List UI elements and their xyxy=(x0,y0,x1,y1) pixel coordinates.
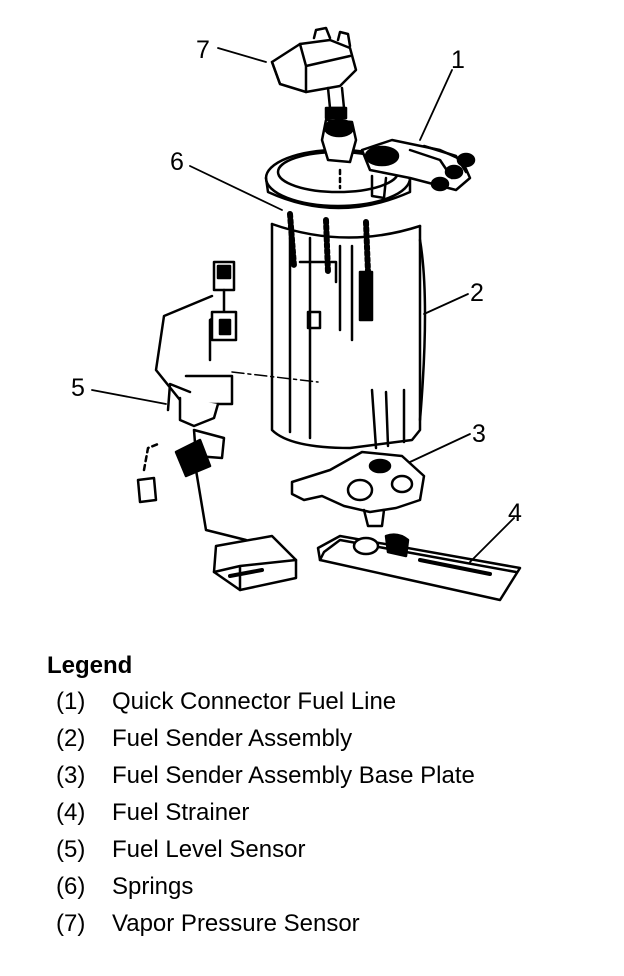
legend-item-number: (7) xyxy=(56,910,86,937)
legend-item-number: (3) xyxy=(56,762,86,789)
legend-item-number: (6) xyxy=(56,873,86,900)
legend-item-label: Springs xyxy=(112,873,194,900)
callout-leaders xyxy=(91,47,515,563)
fuel-level-float xyxy=(194,468,298,592)
fuel-sender-assembly-body xyxy=(270,222,427,450)
fuel-pump-exploded-diagram: 1 2 3 4 5 6 7 xyxy=(71,26,522,602)
legend-item-label: Fuel Strainer xyxy=(112,799,250,826)
legend-item-number: (5) xyxy=(56,836,86,863)
legend-item-label: Fuel Sender Assembly Base Plate xyxy=(112,762,475,789)
legend-title: Legend xyxy=(47,652,133,679)
legend-item-number: (1) xyxy=(56,688,86,715)
legend-item-number: (4) xyxy=(56,799,86,826)
retaining-clip xyxy=(136,442,160,504)
legend: Legend (1) Quick Connector Fuel Line (2)… xyxy=(0,648,624,968)
springs xyxy=(287,211,371,275)
callout-1: 1 xyxy=(451,46,465,74)
legend-item-label: Fuel Sender Assembly xyxy=(112,725,353,752)
legend-item-label: Quick Connector Fuel Line xyxy=(112,688,397,715)
callout-5: 5 xyxy=(71,374,85,402)
callout-7: 7 xyxy=(196,36,210,64)
callout-4: 4 xyxy=(508,499,522,527)
vapor-pressure-sensor-part xyxy=(270,26,358,120)
callout-6: 6 xyxy=(170,148,184,176)
legend-item-label: Fuel Level Sensor xyxy=(112,836,306,863)
legend-item-number: (2) xyxy=(56,725,86,752)
callout-2: 2 xyxy=(470,279,484,307)
quick-connector-fuel-lines xyxy=(360,138,476,200)
fuel-sender-base-plate xyxy=(290,450,426,528)
fuel-strainer-part xyxy=(316,533,522,602)
legend-item-label: Vapor Pressure Sensor xyxy=(112,910,360,937)
callout-3: 3 xyxy=(472,420,486,448)
fuel-level-sensor-part xyxy=(154,260,319,478)
